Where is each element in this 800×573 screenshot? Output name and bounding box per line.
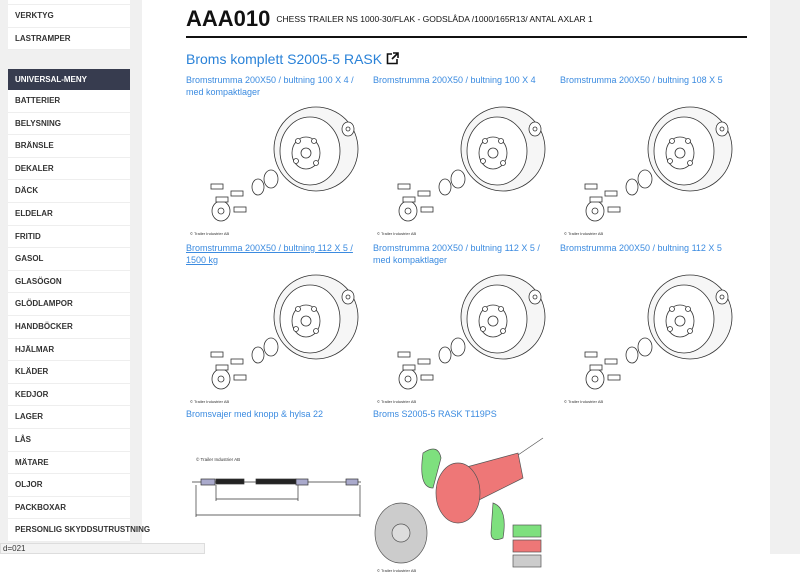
part-link[interactable]: Bromstrumma 200X50 / bultning 108 X 5 (560, 75, 723, 85)
sidebar-item[interactable]: HANDBÖCKER (8, 316, 130, 339)
sidebar-item[interactable]: LÅS (8, 429, 130, 452)
sidebar-item[interactable]: BATTERIER (8, 90, 130, 113)
part-diagram[interactable]: © Trailer Industrier AB (186, 433, 366, 563)
sidebar-item[interactable]: MÄTARE (8, 452, 130, 475)
sidebar-item[interactable]: GLASÖGON (8, 271, 130, 294)
copyright: © Trailer Industrier AB (190, 399, 230, 404)
part-diagram[interactable]: © Trailer Industrier AB (560, 99, 740, 239)
sidebar-item[interactable]: HJÄLMAR (8, 339, 130, 362)
sidebar-item[interactable]: OLJOR (8, 474, 130, 497)
sidebar-item[interactable]: PERSONLIG SKYDDSUTRUSTNING (8, 519, 150, 542)
sidebar-item[interactable]: ELDELAR (8, 203, 130, 226)
part-link[interactable]: Broms S2005-5 RASK T119PS (373, 409, 497, 419)
divider (186, 36, 747, 38)
svg-text:© Trailer Industrier AB: © Trailer Industrier AB (196, 456, 240, 462)
part-card: Bromstrumma 200X50 / bultning 100 X 4 / … (186, 75, 366, 239)
section-title-link[interactable]: Broms komplett S2005-5 RASK (186, 51, 399, 67)
part-link[interactable]: Bromsvajer med knopp & hylsa 22 (186, 409, 324, 419)
sidebar-header: UNIVERSAL-MENY (8, 69, 130, 90)
sidebar-top-menu: VERKTYG LASTRAMPER (8, 0, 130, 51)
part-link[interactable]: Bromstrumma 200X50 / bultning 100 X 4 (373, 75, 536, 85)
part-card: Bromstrumma 200X50 / bultning 112 X 5 / … (373, 243, 553, 407)
part-card: Bromstrumma 200X50 / bultning 108 X 5 © … (560, 75, 740, 239)
product-code: AAA010 (186, 6, 271, 31)
sidebar-item[interactable]: KLÄDER (8, 361, 130, 384)
copyright: © Trailer Industrier AB (564, 399, 604, 404)
page-title: AAA010 CHESS TRAILER NS 1000-30/FLAK - GO… (186, 6, 593, 32)
sidebar-item-lastramper[interactable]: LASTRAMPER (8, 28, 130, 51)
sidebar-item[interactable]: DÄCK (8, 180, 130, 203)
part-link[interactable]: Bromstrumma 200X50 / bultning 100 X 4 / … (186, 75, 354, 97)
product-description: CHESS TRAILER NS 1000-30/FLAK - GODSLÅDA… (276, 14, 593, 24)
part-link[interactable]: Bromstrumma 200X50 / bultning 112 X 5 (560, 243, 722, 253)
right-gutter (770, 0, 800, 554)
external-link-icon (386, 52, 399, 65)
part-diagram[interactable]: © Trailer Industrier AB (373, 99, 553, 239)
part-diagram[interactable]: © Trailer Industrier AB (186, 99, 366, 239)
sidebar-item-partial (8, 0, 130, 5)
sidebar-item[interactable]: GASOL (8, 248, 130, 271)
copyright: © Trailer Industrier AB (377, 231, 417, 236)
sidebar-item[interactable]: FRITID (8, 226, 130, 249)
part-card: Bromstrumma 200X50 / bultning 112 X 5 / … (186, 243, 366, 407)
sidebar-item-verktyg[interactable]: VERKTYG (8, 5, 130, 28)
copyright: © Trailer Industrier AB (190, 231, 230, 236)
sidebar-item[interactable]: LAGER (8, 406, 130, 429)
sidebar-item[interactable]: BELYSNING (8, 113, 130, 136)
sidebar-item[interactable]: KEDJOR (8, 384, 130, 407)
sidebar-item[interactable]: BRÄNSLE (8, 135, 130, 158)
section-title: Broms komplett S2005-5 RASK (186, 51, 383, 67)
part-diagram[interactable]: © Trailer Industrier AB (373, 267, 553, 407)
part-card: Broms S2005-5 RASK T119PS © Trailer Indu… (373, 409, 553, 573)
sidebar-item[interactable]: GLÖDLAMPOR (8, 293, 130, 316)
copyright: © Trailer Industrier AB (377, 399, 417, 404)
part-link[interactable]: Bromstrumma 200X50 / bultning 112 X 5 / … (373, 243, 540, 265)
part-card: Bromstrumma 200X50 / bultning 112 X 5 © … (560, 243, 740, 407)
part-diagram[interactable]: © Trailer Industrier AB (560, 267, 740, 407)
part-card: Bromstrumma 200X50 / bultning 100 X 4 © … (373, 75, 553, 239)
part-link[interactable]: Bromstrumma 200X50 / bultning 112 X 5 / … (186, 243, 353, 265)
sidebar-item[interactable]: PACKBOXAR (8, 497, 130, 520)
sidebar-item[interactable]: DEKALER (8, 158, 130, 181)
svg-text:© Trailer Industrier AB: © Trailer Industrier AB (377, 568, 417, 573)
part-card: Bromsvajer med knopp & hylsa 22 © Traile… (186, 409, 366, 563)
part-diagram[interactable]: © Trailer Industrier AB (373, 433, 553, 573)
copyright: © Trailer Industrier AB (564, 231, 604, 236)
part-diagram[interactable]: © Trailer Industrier AB (186, 267, 366, 407)
status-bar: d=021 (0, 543, 205, 554)
